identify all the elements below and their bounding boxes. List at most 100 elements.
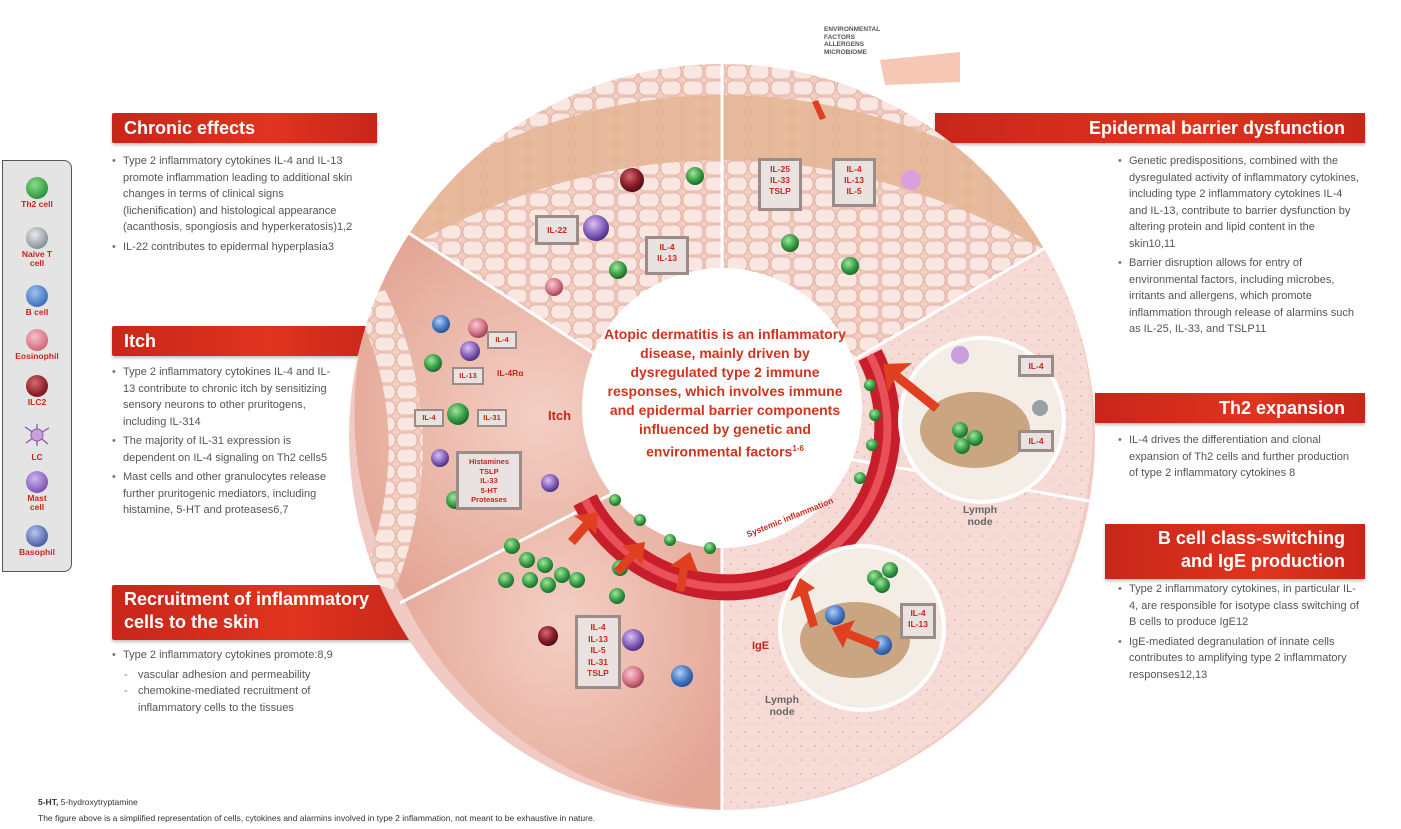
arrow-icon [614,542,645,575]
il31-label: IL-31 [477,409,507,427]
itch-label: Itch [548,408,571,423]
legend-basophil: Basophil [3,525,71,557]
cytokine-label: IL-5 [846,186,862,196]
mediator-label: Proteases [471,495,507,504]
legend-label: Naive T cell [21,249,53,268]
legend-label: ILC2 [27,397,47,407]
cytokine-label: IL-4 [910,608,926,618]
legend-label: Mast cell [27,493,47,512]
pruritogenic-mediators-label: Histamines TSLP IL-33 5-HT Proteases [456,451,522,510]
naive-t-cell-icon [26,227,48,249]
cytokine-label: IL-13 [657,253,677,263]
cytokine-label: TSLP [587,668,609,678]
langerhans-cell-icon [24,424,50,446]
environment-factors-illustration [880,52,960,85]
abbreviation-term: 5-HT, [38,797,59,807]
legend-lc: LC [3,423,71,462]
label-line: Lymph [962,504,998,516]
arrow-icon [812,100,826,120]
recruitment-bullets: Type 2 inflammatory cytokines promote:8,… [112,647,372,716]
itch-il4-label: IL-4 [487,331,517,349]
section-title: Chronic effects [124,118,256,138]
cytokine-label: IL-25 [770,164,790,174]
il4-il13-top-label: IL-4 IL-13 [645,236,689,275]
bullet: Genetic predispositions, combined with t… [1118,153,1363,252]
legend-eosinophil: Eosinophil [3,329,71,361]
th2-expansion-bullets: IL-4 drives the differentiation and clon… [1118,432,1358,485]
figure-note-text: The figure above is a simplified represe… [38,813,596,823]
il4ra-label: IL-4Rα [497,368,523,378]
eosinophil-icon [26,329,48,351]
cytokine-label: IL-13 [844,175,864,185]
b-cell-icon [26,285,48,307]
environmental-factors-label: ENVIRONMENTAL FACTORS ALLERGENS MICROBIO… [824,26,880,56]
ige-text: IgE [752,640,770,652]
legend-mast-cell: Mast cell [3,471,71,512]
mast-cell-icon [26,471,48,493]
th2-il4-label-b: IL-4 [1018,430,1054,452]
section-title-line1: B cell class-switching [1157,528,1345,548]
bullet: The majority of IL-31 expression is depe… [112,433,342,466]
label-line: ALLERGENS [824,41,865,48]
sub-bullet: vascular adhesion and permeability [112,667,372,684]
cytokine-label: IL-13 [459,371,477,380]
center-circle [582,268,862,548]
cytokine-label: IL-22 [547,225,567,235]
abbreviation-definition: 5-hydroxytryptamine [60,797,138,807]
th2-il4-label-a: IL-4 [1018,355,1054,377]
epidermal-barrier-bullets: Genetic predispositions, combined with t… [1118,153,1363,341]
epidermal-barrier-banner: Epidermal barrier dysfunction [935,113,1365,143]
label-line: Lymph [764,694,800,706]
cytokine-label: IL-31 [588,656,608,667]
cytokine-label: IL-33 [770,175,790,185]
mediator-label: 5-HT [480,485,498,495]
cytokine-label: IL-13 [588,633,608,644]
legend-naive-t-cell: Naive T cell [3,227,71,268]
il4-il13-il5-label: IL-4 IL-13 IL-5 [832,158,876,207]
abbreviation-footnote: 5-HT, 5-hydroxytryptamine [38,797,138,807]
lymph-node-label-bcell: Lymph node [760,694,804,718]
itch-bullets: Type 2 inflammatory cytokines IL-4 and I… [112,364,342,522]
figure-note: The figure above is a simplified represe… [38,813,595,823]
bullet: IgE-mediated degranulation of innate cel… [1118,634,1363,684]
itch-il4-left-label: IL-4 [414,409,444,427]
ilc2-icon [26,375,48,397]
legend-label: Basophil [19,547,55,557]
section-title: Th2 expansion [1218,398,1345,418]
cytokine-label: IL-4 [422,413,436,422]
section-title: Itch [124,331,157,351]
alarmins-label: IL-25 IL-33 TSLP [758,158,802,211]
center-superscript: 1-6 [792,444,804,453]
cytokine-label: IL-4 [846,164,862,174]
label-line: FACTORS [824,33,855,41]
bullet: Type 2 inflammatory cytokines IL-4 and I… [112,153,357,236]
lymph-node-label-th2: Lymph node [958,504,1002,528]
bcell-il4-il13-label: IL-4 IL-13 [900,603,936,639]
legend-label: Eosinophil [15,351,59,361]
bullet: Barrier disruption allows for entry of e… [1118,255,1363,338]
center-text: Atopic dermatitis is an inflammatory dis… [604,326,846,460]
arrow-icon [670,552,698,592]
cell-group [424,167,1048,688]
cytokine-label: IL-4 [590,622,606,632]
sub-bullet: chemokine-mediated recruitment of inflam… [112,683,372,716]
bullet: Type 2 inflammatory cytokines promote:8,… [112,647,372,664]
legend-th2-cell: Th2 cell [3,177,71,209]
ige-label: IgE [752,640,769,652]
cytokine-label: IL-13 [908,619,928,629]
th2-expansion-banner: Th2 expansion [1095,393,1365,423]
itch-banner: Itch [112,326,377,356]
bullet: Type 2 inflammatory cytokines, in partic… [1118,581,1363,631]
chronic-effects-bullets: Type 2 inflammatory cytokines IL-4 and I… [112,153,357,258]
cytokine-label: IL-4 [1028,436,1044,446]
cytokine-label: IL-5 [590,645,606,655]
legend-b-cell: B cell [3,285,71,317]
b-cell-bullets: Type 2 inflammatory cytokines, in partic… [1118,581,1363,686]
legend-label: B cell [25,307,49,317]
cytokine-label: IL-4 [1028,361,1044,371]
itch-il13-label: IL-13 [452,367,484,385]
center-statement: Atopic dermatitis is an inflammatory dis… [600,325,850,462]
section-title: Epidermal barrier dysfunction [1088,118,1345,138]
recruitment-banner: Recruitment of inflammatory cells to the… [112,585,414,640]
